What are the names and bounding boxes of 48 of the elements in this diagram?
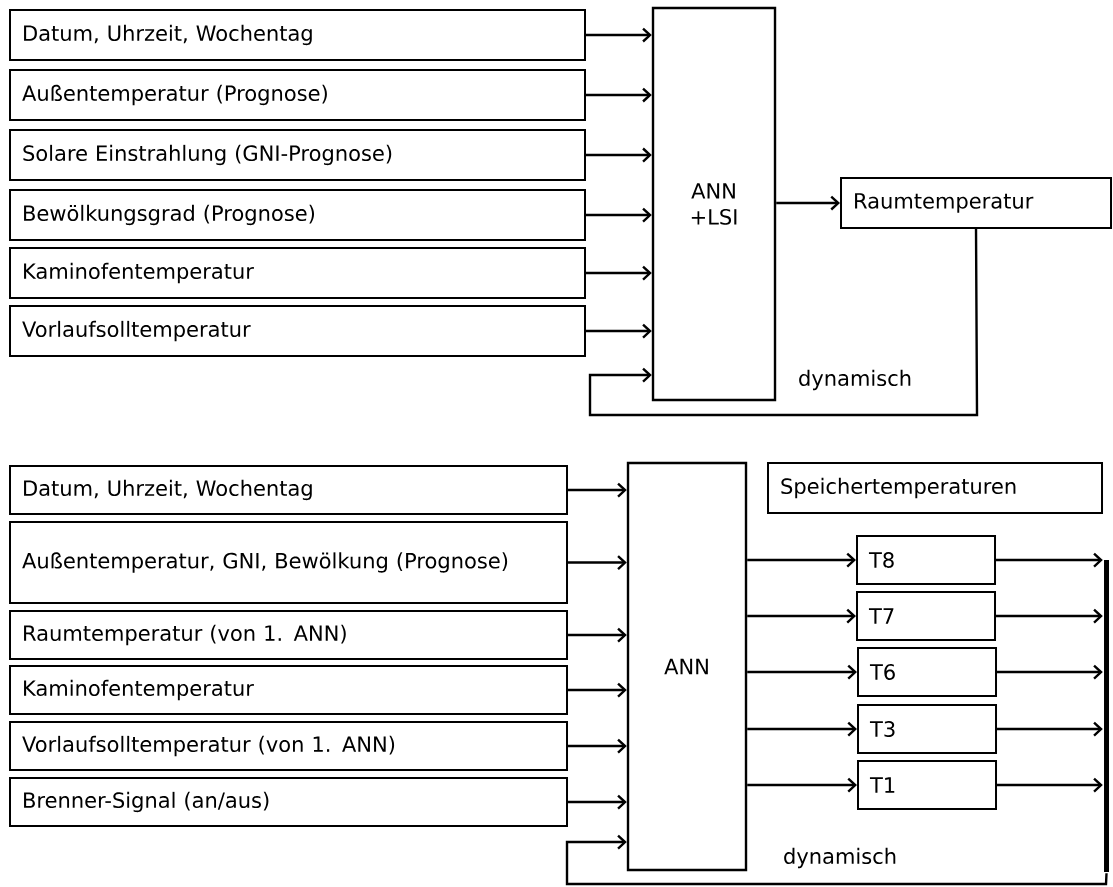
input-box: Raumtemperatur [840,177,1112,229]
input-box: T7 [856,591,996,641]
input-box: Solare Einstrahlung (GNI-Prognose) [9,129,586,181]
input-box: Speichertemperaturen [767,462,1103,514]
arrow [568,738,627,754]
input-box: Kaminofentemperatur [9,247,586,299]
arrow [586,87,652,103]
arrow [568,682,627,698]
arrow [747,608,856,624]
arrow [586,207,652,223]
input-box: T6 [857,647,997,697]
arrow [586,147,652,163]
input-box: Außentemperatur, GNI, Bewölkung (Prognose) [9,521,568,604]
arrow [586,323,652,339]
arrow [588,229,979,417]
input-box: T1 [857,760,997,810]
edge-label: dynamisch [781,845,899,871]
arrow [747,664,857,680]
arrow [568,482,627,498]
arrow [747,721,857,737]
input-box: Brenner-Signal (an/aus) [9,777,568,827]
arrow [568,555,627,570]
input-box: Außentemperatur (Prognose) [9,69,586,121]
input-box: Raumtemperatur (von 1. ANN) [9,610,568,660]
arrow [996,608,1103,624]
arrow [747,777,857,793]
edge-label: dynamisch [796,367,914,393]
arrow [565,834,1108,886]
arrow [997,721,1103,737]
input-box: Datum, Uhrzeit, Wochentag [9,465,568,515]
input-box: T3 [857,704,997,754]
arrow [997,777,1103,793]
arrow [997,664,1103,680]
arrow [586,265,652,281]
input-box: Vorlaufsolltemperatur [9,305,586,357]
input-box: Vorlaufsolltemperatur (von 1. ANN) [9,721,568,771]
model-box: ANN +LSI [651,6,777,402]
arrow [568,794,627,810]
arrow [776,195,840,211]
input-box: Kaminofentemperatur [9,665,568,715]
input-box: T8 [856,535,996,585]
input-box: Bewölkungsgrad (Prognose) [9,189,586,241]
arrow [568,627,627,643]
arrow [586,27,652,43]
arrow [996,552,1103,568]
model-box: ANN [626,461,748,872]
input-box: Datum, Uhrzeit, Wochentag [9,9,586,61]
arrow [747,552,856,568]
